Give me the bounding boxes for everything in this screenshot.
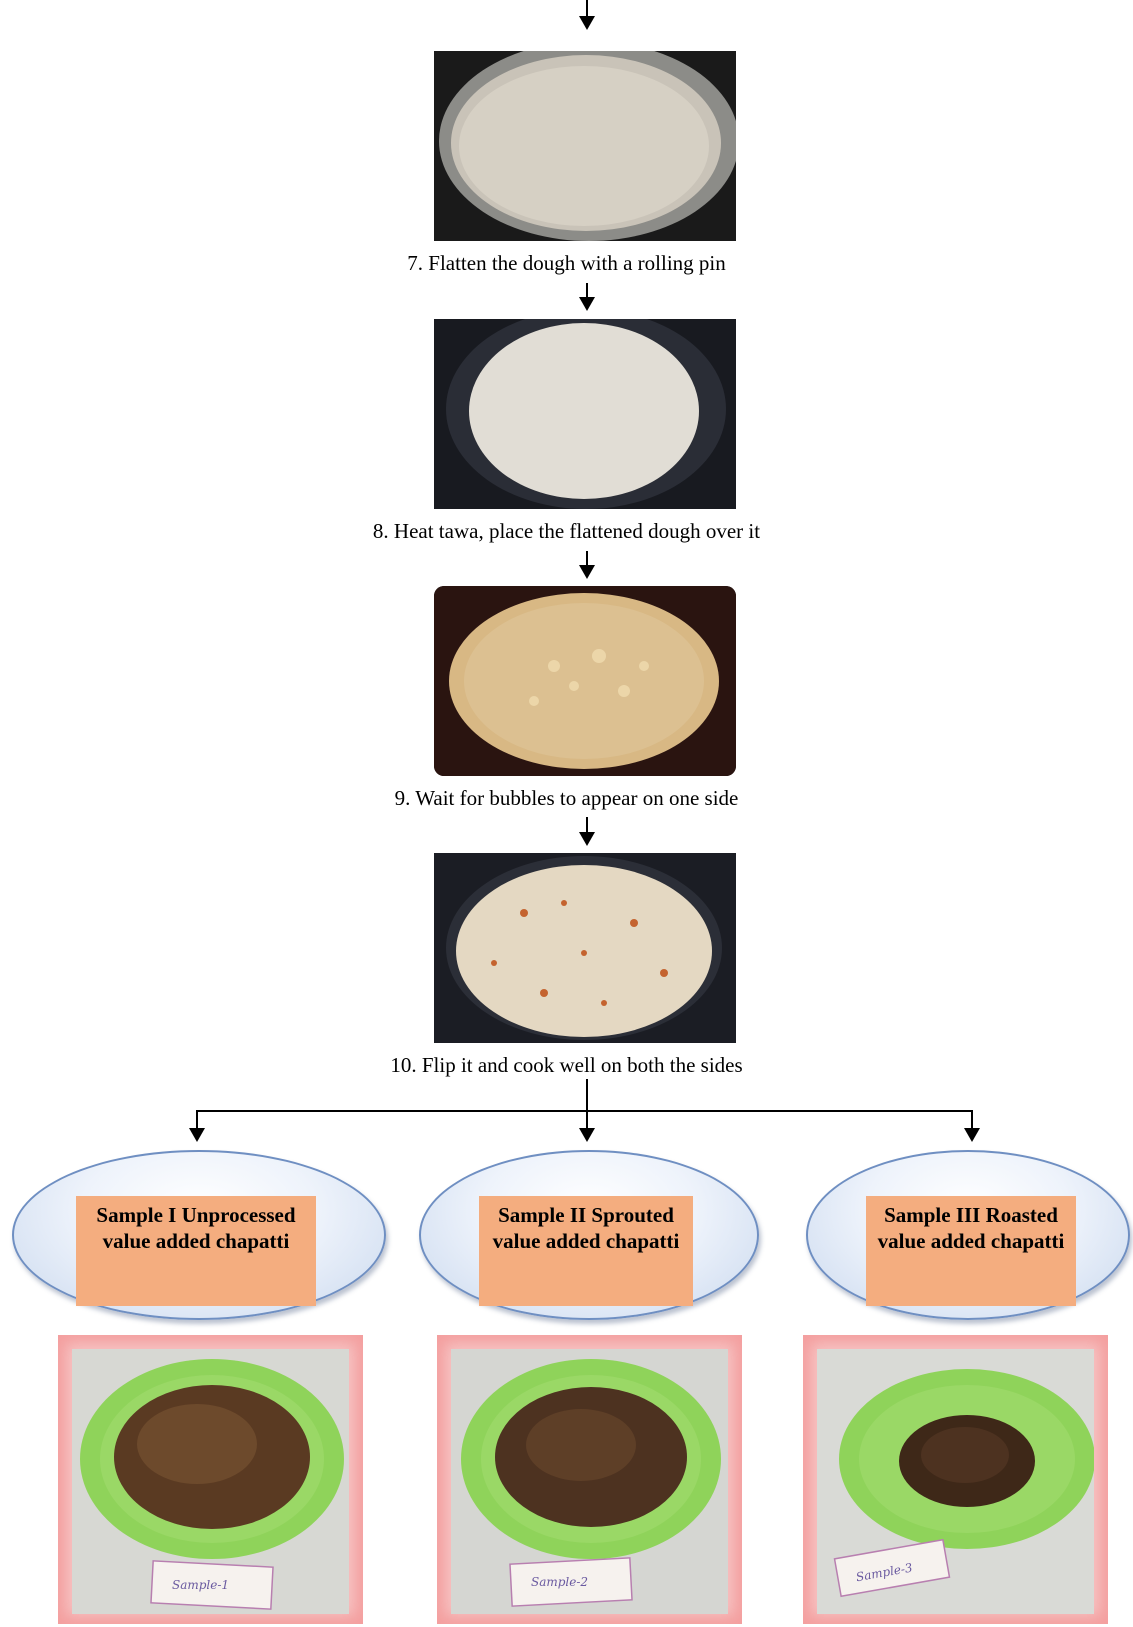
step-8-caption: 8. Heat tawa, place the flattened dough …: [0, 519, 1133, 543]
sample-1-photo: Sample-1: [72, 1349, 349, 1614]
branch-arrow-3: [971, 1110, 973, 1140]
step-10-caption: 10. Flip it and cook well on both the si…: [0, 1053, 1133, 1077]
flow-arrow-7-8: [586, 283, 588, 309]
branch-arrow-1: [196, 1110, 198, 1140]
step-7-caption: 7. Flatten the dough with a rolling pin: [0, 251, 1133, 275]
sample-2-photo: Sample-2: [451, 1349, 728, 1614]
flow-arrow-9-10: [586, 817, 588, 844]
step-7-photo: [434, 51, 736, 241]
sample-3-photo: Sample-3: [817, 1349, 1094, 1614]
sample-3-label: Sample III Roasted value added chapatti: [866, 1196, 1076, 1306]
branch-bar: [196, 1110, 973, 1112]
step-9-photo: [434, 586, 736, 776]
sample-2-plate-label: Sample-2: [531, 1575, 588, 1589]
flow-arrow-8-9: [586, 551, 588, 577]
step-9-caption: 9. Wait for bubbles to appear on one sid…: [0, 786, 1133, 810]
sample-2-label: Sample II Sprouted value added chapatti: [479, 1196, 693, 1306]
sample-1-label: Sample I Unprocessed value added chapatt…: [76, 1196, 316, 1306]
sample-1-plate-label: Sample-1: [172, 1578, 229, 1592]
step-8-photo: [434, 319, 736, 509]
flow-arrow-top: [586, 0, 588, 28]
step-10-photo: [434, 853, 736, 1043]
branch-arrow-2: [586, 1090, 588, 1140]
